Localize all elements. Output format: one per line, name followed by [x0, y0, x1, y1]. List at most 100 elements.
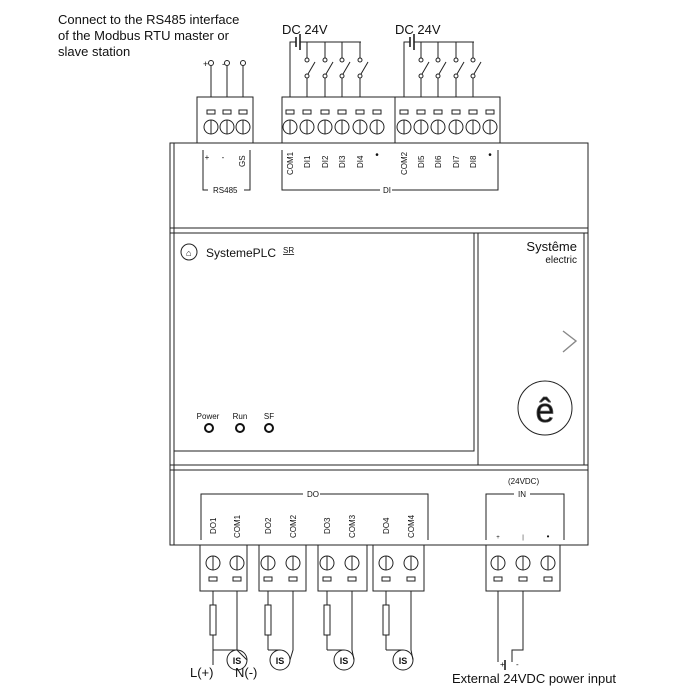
do-terminal-label: COM1 — [233, 514, 242, 538]
terminal-release-slot — [206, 109, 216, 115]
in-voltage-label: (24VDC) — [508, 477, 539, 486]
svg-text:⌂: ⌂ — [186, 248, 191, 258]
terminal-release-slot — [406, 576, 416, 582]
fuse-icon — [209, 604, 217, 636]
do-terminal-label: DO2 — [264, 517, 273, 534]
di-terminal-label: COM1 — [286, 151, 295, 175]
terminal-block — [394, 96, 501, 144]
rs485-minus-label: - — [222, 153, 225, 162]
switch-icon — [456, 61, 465, 75]
terminal-release-slot — [232, 576, 242, 582]
lamp-symbol: IS — [276, 656, 285, 666]
terminal-release-slot — [238, 109, 248, 115]
lamp-symbol: IS — [340, 656, 349, 666]
logo-line-1: Systême — [526, 239, 577, 254]
terminal-release-slot — [322, 576, 332, 582]
switch-icon — [473, 61, 482, 75]
terminal-release-slot — [372, 109, 382, 115]
bottom-terminal-blocks — [199, 544, 561, 592]
terminal-release-slot — [222, 109, 232, 115]
do-terminal-label: DO3 — [323, 517, 332, 534]
brand-name: SystemePLC — [206, 246, 276, 260]
bottom-labels: DO (24VDC) IN DO1 COM1 DO2 COM2 DO3 COM3 DO4 CO… — [200, 477, 565, 541]
rs485-group-label: RS485 — [213, 186, 238, 195]
rs485-plus-label: + — [205, 153, 210, 162]
top-labels: RS485 DI + - GS COM1 DI1 DI2 DI3 DI4 • COM2 DI5… — [202, 150, 499, 195]
di-group-label: DI — [383, 186, 391, 195]
switch-icon — [325, 61, 334, 75]
terminal-release-slot — [320, 109, 330, 115]
top-terminal-blocks — [196, 96, 501, 144]
switch-icon — [342, 61, 351, 75]
do-terminal-label: DO4 — [382, 517, 391, 534]
di-terminal-label: DI8 — [469, 155, 478, 168]
logo-panel — [477, 232, 585, 466]
lamp-symbol: IS — [233, 656, 242, 666]
brand-area: ⌂ SystemePLC SR Systême electric ê — [180, 239, 578, 436]
fuse-icon — [323, 604, 331, 636]
note-line-1: Connect to the RS485 interface — [58, 12, 239, 27]
load-l-label: L(+) — [190, 665, 213, 680]
di-terminal-label: DI4 — [356, 155, 365, 168]
do-group-label: DO — [307, 490, 319, 499]
dc24v-left-label: DC 24V — [282, 22, 328, 37]
note-line-3: slave station — [58, 44, 130, 59]
terminal-release-slot — [302, 109, 312, 115]
in-group-label: IN — [518, 490, 526, 499]
note-line-2: of the Modbus RTU master or — [58, 28, 230, 43]
model-label: SR — [283, 246, 294, 255]
terminal-release-slot — [337, 109, 347, 115]
external-power-label: External 24VDC power input — [452, 671, 616, 686]
terminal-release-slot — [347, 576, 357, 582]
rs485-wire-plus: + — [203, 59, 208, 69]
terminal-release-slot — [399, 109, 409, 115]
switch-icon — [360, 61, 369, 75]
di-terminal-label: DI1 — [303, 155, 312, 168]
terminal-release-slot — [263, 576, 273, 582]
terminal-release-slot — [468, 109, 478, 115]
rs485-gs-label: GS — [238, 155, 247, 167]
terminal-release-slot — [518, 576, 528, 582]
di-terminal-label: DI5 — [417, 155, 426, 168]
do-terminal-label: DO1 — [209, 517, 218, 534]
in-mid-label: | — [522, 535, 524, 541]
do-terminal-label: COM2 — [289, 514, 298, 538]
bottom-wiring: IS IS IS IS — [209, 591, 524, 671]
terminal-release-slot — [543, 576, 553, 582]
load-n-label: N(-) — [235, 665, 257, 680]
lamp-symbol: IS — [399, 656, 408, 666]
fuse-icon — [264, 604, 272, 636]
fuse-icon — [382, 604, 390, 636]
dc24v-right-label: DC 24V — [395, 22, 441, 37]
run-led — [235, 423, 245, 433]
ext-minus: - — [516, 660, 519, 669]
systeme-logo-icon — [180, 243, 198, 261]
top-wiring — [208, 34, 482, 97]
front-panel — [173, 232, 475, 452]
di-terminal-label: DI7 — [452, 155, 461, 168]
power-led — [204, 423, 214, 433]
e-logo-icon — [517, 380, 573, 436]
switch-icon — [421, 61, 430, 75]
terminal-release-slot — [485, 109, 495, 115]
terminal-release-slot — [493, 576, 503, 582]
di-terminal-label: • — [488, 150, 492, 161]
di-terminal-label: COM2 — [400, 151, 409, 175]
di-terminal-label: DI6 — [434, 155, 443, 168]
rs485-wire-minus: - — [222, 59, 225, 69]
ext-plus: + — [500, 660, 505, 669]
terminal-release-slot — [288, 576, 298, 582]
di-terminal-label: DI2 — [321, 155, 330, 168]
led-label-sf: SF — [264, 412, 274, 421]
do-terminal-label: COM4 — [407, 514, 416, 538]
do-terminal-label: COM3 — [348, 514, 357, 538]
di-terminal-label: • — [375, 150, 379, 161]
rs485-note: Connect to the RS485 interface of the Mo… — [58, 12, 239, 59]
terminal-release-slot — [451, 109, 461, 115]
di-terminal-label: DI3 — [338, 155, 347, 168]
plc-body — [169, 142, 589, 546]
switch-icon — [438, 61, 447, 75]
led-label-power: Power — [197, 412, 220, 421]
